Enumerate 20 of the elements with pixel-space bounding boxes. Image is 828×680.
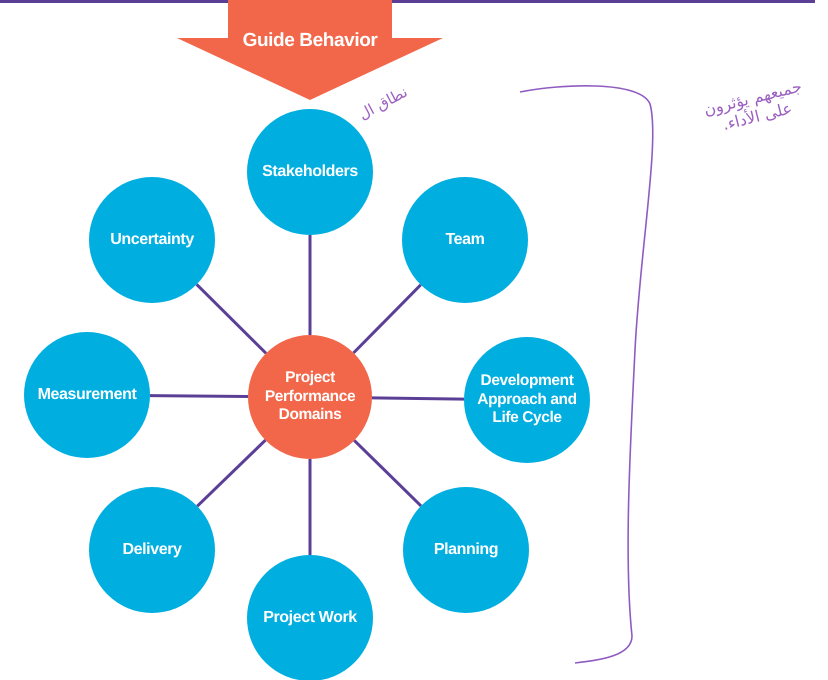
domain-label: Stakeholders (262, 162, 358, 182)
handwritten-note: جميعهم يؤثرون على الأداء. (700, 75, 805, 136)
handwritten-note: نطاق ال (354, 82, 412, 126)
connector-line (352, 284, 422, 354)
domain-label: Planning (434, 540, 498, 560)
domain-label: Team (445, 230, 484, 250)
domain-label: Development Approach and Life Cycle (476, 372, 578, 428)
connector-line (372, 396, 464, 401)
domain-label: Project Work (263, 608, 357, 628)
connector-line (150, 394, 248, 398)
domain-label: Uncertainty (110, 230, 194, 250)
connector-line (196, 283, 268, 354)
connector-line (196, 439, 266, 508)
domain-label: Delivery (122, 540, 182, 560)
banner-text: Guide Behavior (242, 30, 378, 53)
connector-line (308, 459, 312, 555)
domain-label: Measurement (38, 385, 136, 405)
connector-line (308, 235, 312, 335)
connector-line (353, 439, 422, 507)
center-label: Project Performance Domains (264, 369, 356, 425)
